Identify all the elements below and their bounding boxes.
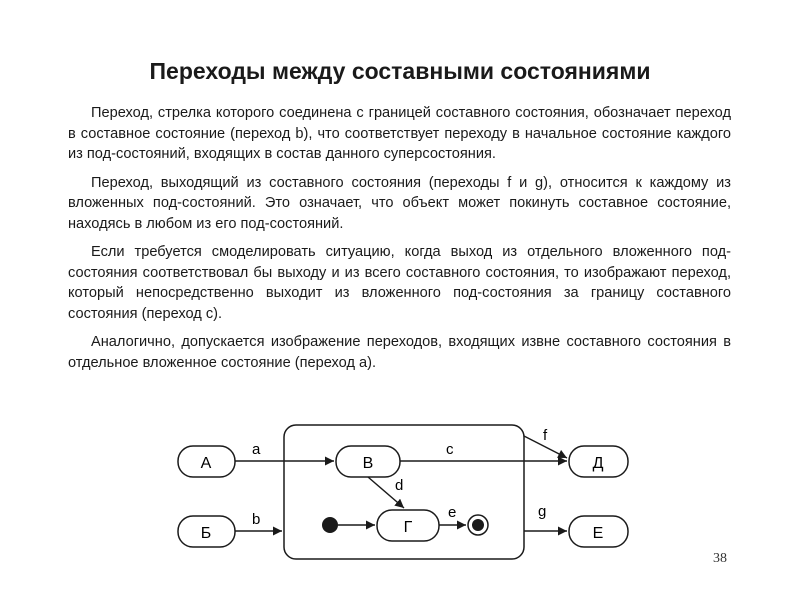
initial-state-dot [322, 517, 338, 533]
transition-c-label: c [446, 441, 454, 458]
transition-b-label: b [252, 511, 260, 528]
state-b: Б [177, 515, 236, 548]
paragraph-3: Если требуется смоделировать ситуацию, к… [68, 244, 731, 322]
composite-state [283, 424, 525, 560]
transition-a-label: a [252, 441, 261, 458]
state-d-label: Д [593, 455, 604, 472]
state-a: А [177, 445, 236, 478]
transition-f-label: f [543, 427, 548, 444]
transition-e-label: e [448, 504, 456, 521]
state-v: В [335, 445, 401, 478]
state-g: Г [376, 509, 440, 542]
state-d: Д [568, 445, 629, 478]
transition-g-label: g [538, 503, 546, 520]
transition-f-arrow [523, 435, 568, 459]
state-b-label: Б [201, 525, 212, 542]
state-e-label: Е [593, 525, 604, 542]
state-g-label: Г [404, 519, 413, 536]
paragraph-4: Аналогично, допускается изображение пере… [68, 334, 731, 371]
state-a-label: А [201, 455, 212, 472]
final-state [467, 514, 489, 536]
transition-d-arrow [367, 476, 405, 509]
state-v-label: В [363, 455, 374, 472]
state-e: Е [568, 515, 629, 548]
slide-title: Переходы между составными состояниями [149, 58, 651, 84]
transition-d-label: d [395, 477, 403, 494]
slide-body: Переход, стрелка которого соединена с гр… [68, 103, 731, 381]
paragraph-1: Переход, стрелка которого соединена с гр… [68, 105, 731, 162]
page-number: 38 [713, 551, 727, 566]
paragraph-2: Переход, выходящий из составного состоян… [68, 174, 731, 232]
